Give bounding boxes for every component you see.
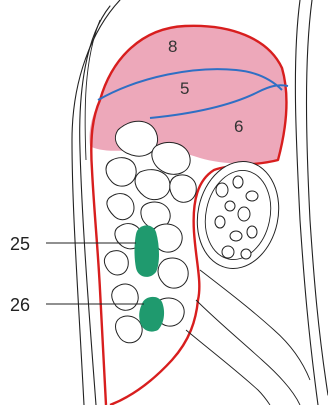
segment-label: 8 [168, 37, 177, 56]
segment-label: 6 [234, 117, 243, 136]
callout-label: 26 [10, 295, 30, 315]
marker-25 [135, 225, 160, 277]
callout-label: 25 [10, 234, 30, 254]
kidney-organ [188, 154, 289, 276]
lower-contours [186, 270, 310, 405]
marker-26 [139, 297, 164, 332]
segment-label: 5 [180, 79, 189, 98]
